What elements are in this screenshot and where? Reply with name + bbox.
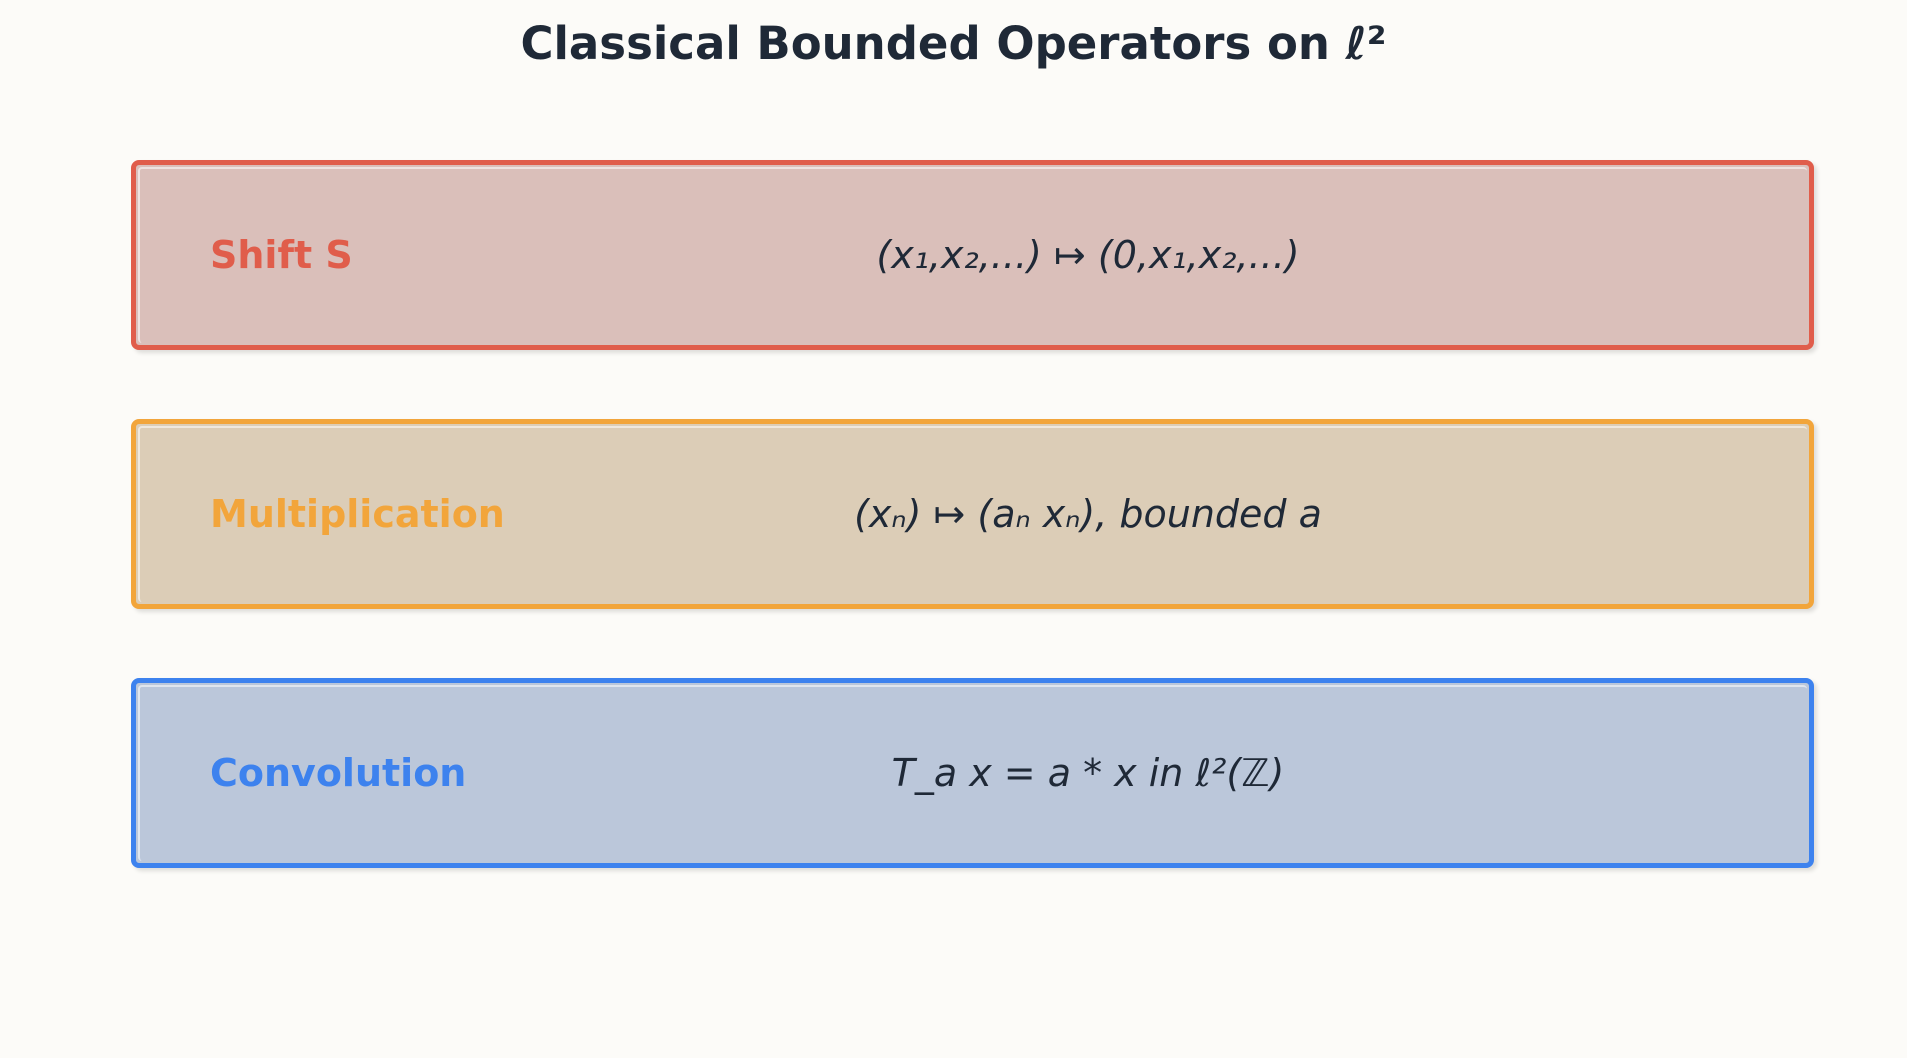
operator-label-shift: Shift S bbox=[210, 233, 353, 277]
operator-card-convolution: Convolution T_a x = a * x in ℓ²(ℤ) bbox=[131, 678, 1814, 868]
operator-formula-multiplication: (xₙ) ↦ (aₙ xₙ), bounded a bbox=[854, 492, 1322, 536]
operator-label-convolution: Convolution bbox=[210, 751, 467, 795]
operator-card-shift: Shift S (x₁,x₂,...) ↦ (0,x₁,x₂,...) bbox=[131, 160, 1814, 350]
operator-label-multiplication: Multiplication bbox=[210, 492, 505, 536]
operator-formula-shift: (x₁,x₂,...) ↦ (0,x₁,x₂,...) bbox=[876, 233, 1300, 277]
operator-formula-convolution: T_a x = a * x in ℓ²(ℤ) bbox=[891, 751, 1285, 795]
operator-card-multiplication: Multiplication (xₙ) ↦ (aₙ xₙ), bounded a bbox=[131, 419, 1814, 609]
page-title: Classical Bounded Operators on ℓ² bbox=[520, 17, 1387, 70]
